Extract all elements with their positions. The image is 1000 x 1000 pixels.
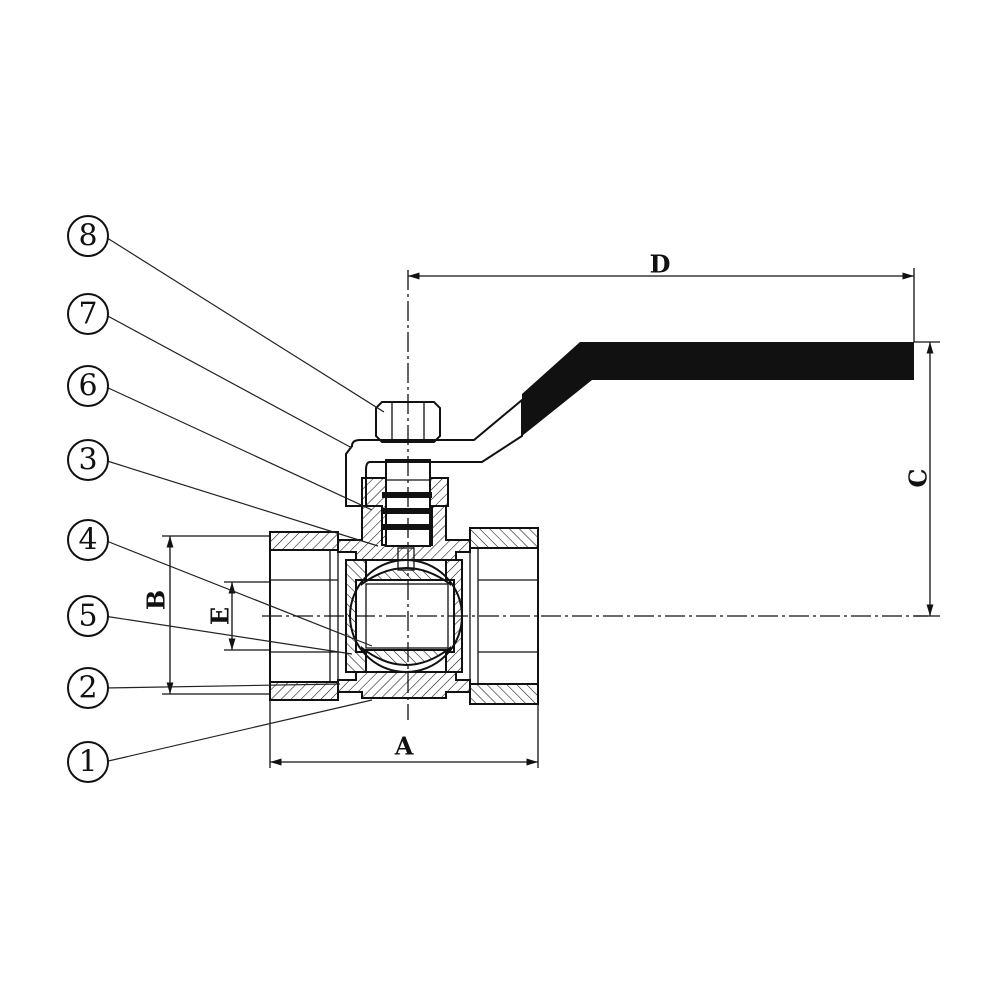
dimension-label-b: B <box>142 590 171 610</box>
callout-5: 5 <box>67 595 109 637</box>
dimension-label-e: E <box>206 607 235 625</box>
callout-8: 8 <box>67 215 109 257</box>
ball-section-top <box>361 567 451 586</box>
callout-3: 3 <box>67 439 109 481</box>
centerlines <box>262 270 928 720</box>
o-ring-1 <box>382 492 432 498</box>
dimension-d: D <box>408 250 915 342</box>
dimension-label-d: D <box>650 250 671 279</box>
handle-grip <box>522 342 914 436</box>
dimension-a: A <box>269 700 539 768</box>
svg-text:5: 5 <box>78 599 97 634</box>
callout-7: 7 <box>67 293 109 335</box>
dimension-label-c: C <box>904 468 933 487</box>
svg-text:6: 6 <box>78 369 97 404</box>
handle-lever <box>345 397 523 507</box>
valve-body <box>269 342 914 705</box>
o-ring-2 <box>382 508 432 514</box>
ball-section-bottom <box>361 645 451 666</box>
leader-lines <box>103 235 385 763</box>
nut <box>375 401 441 443</box>
svg-text:1: 1 <box>78 745 97 780</box>
callout-4: 4 <box>67 519 109 561</box>
callout-2: 2 <box>67 667 109 709</box>
callout-1: 1 <box>67 741 109 783</box>
svg-text:3: 3 <box>78 443 97 478</box>
svg-text:8: 8 <box>78 219 97 254</box>
svg-text:4: 4 <box>78 523 97 558</box>
dimension-label-a: A <box>394 732 414 761</box>
left-port-wall-top <box>269 531 339 551</box>
dimension-b: B <box>142 535 270 695</box>
body-center-bottom <box>337 671 471 699</box>
svg-text:7: 7 <box>78 297 97 332</box>
right-port-wall-bottom <box>469 683 539 705</box>
dimension-c: C <box>904 341 940 617</box>
dimension-e: E <box>206 581 270 651</box>
o-ring-3 <box>382 524 432 530</box>
callout-6: 6 <box>67 365 109 407</box>
svg-text:2: 2 <box>78 671 97 706</box>
right-port-wall-top <box>469 527 539 549</box>
